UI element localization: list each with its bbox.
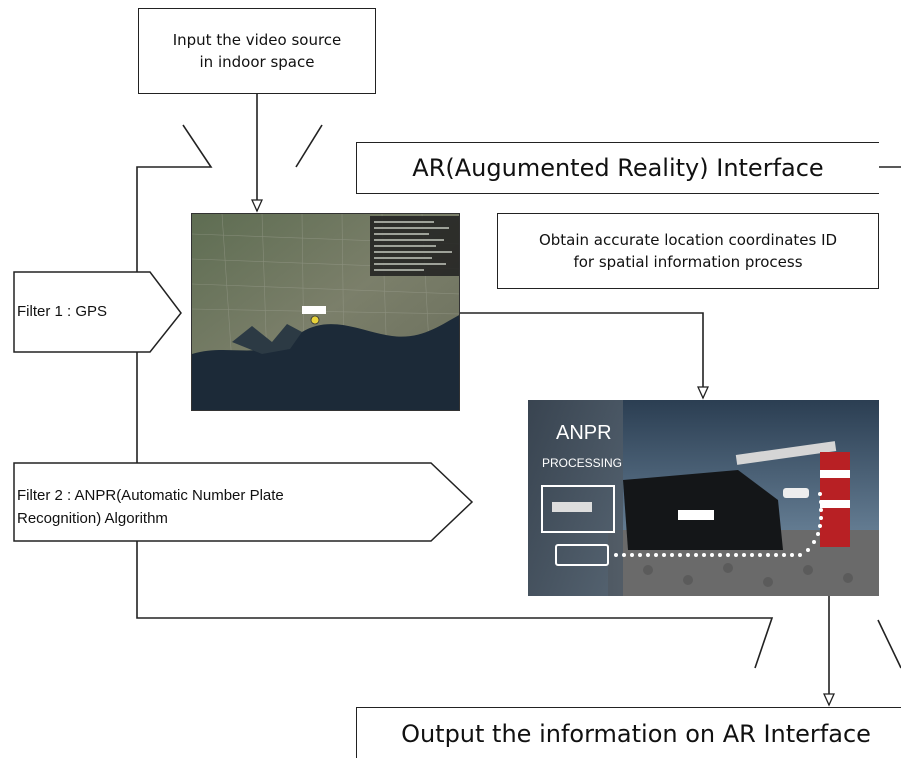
ar-bracket-left xyxy=(136,124,774,669)
input-video-source-box: Input the video source in indoor space xyxy=(138,8,376,94)
input-video-source-text: Input the video source in indoor space xyxy=(172,31,342,71)
anpr-processing-image: ANPR PROCESSING xyxy=(528,400,879,596)
ar-interface-box: AR(Augumented Reality) Interface xyxy=(356,142,879,194)
anpr-title: ANPR xyxy=(556,422,612,444)
filter1-label: Filter 1 : GPS xyxy=(17,303,108,320)
arrow-map-to-anpr xyxy=(460,312,710,400)
output-ar-box: Output the information on AR Interface xyxy=(356,707,901,758)
ar-bracket-right-bottom xyxy=(877,619,901,669)
obtain-coordinates-box: Obtain accurate location coordinates ID … xyxy=(497,213,879,289)
filter1-flag-shape xyxy=(13,271,182,353)
map-marker-icon xyxy=(310,315,320,325)
output-ar-text: Output the information on AR Interface xyxy=(401,720,871,748)
filter2-label: Filter 2 : ANPR(Automatic Number Plate R… xyxy=(17,487,284,527)
anpr-subtitle: PROCESSING xyxy=(542,456,623,470)
ar-interface-text: AR(Augumented Reality) Interface xyxy=(412,154,824,182)
obtain-coordinates-text: Obtain accurate location coordinates ID … xyxy=(538,231,838,271)
filter2-flag-shape xyxy=(13,462,474,542)
gps-map-image xyxy=(191,213,460,411)
ar-bracket-left-inner xyxy=(295,124,323,168)
